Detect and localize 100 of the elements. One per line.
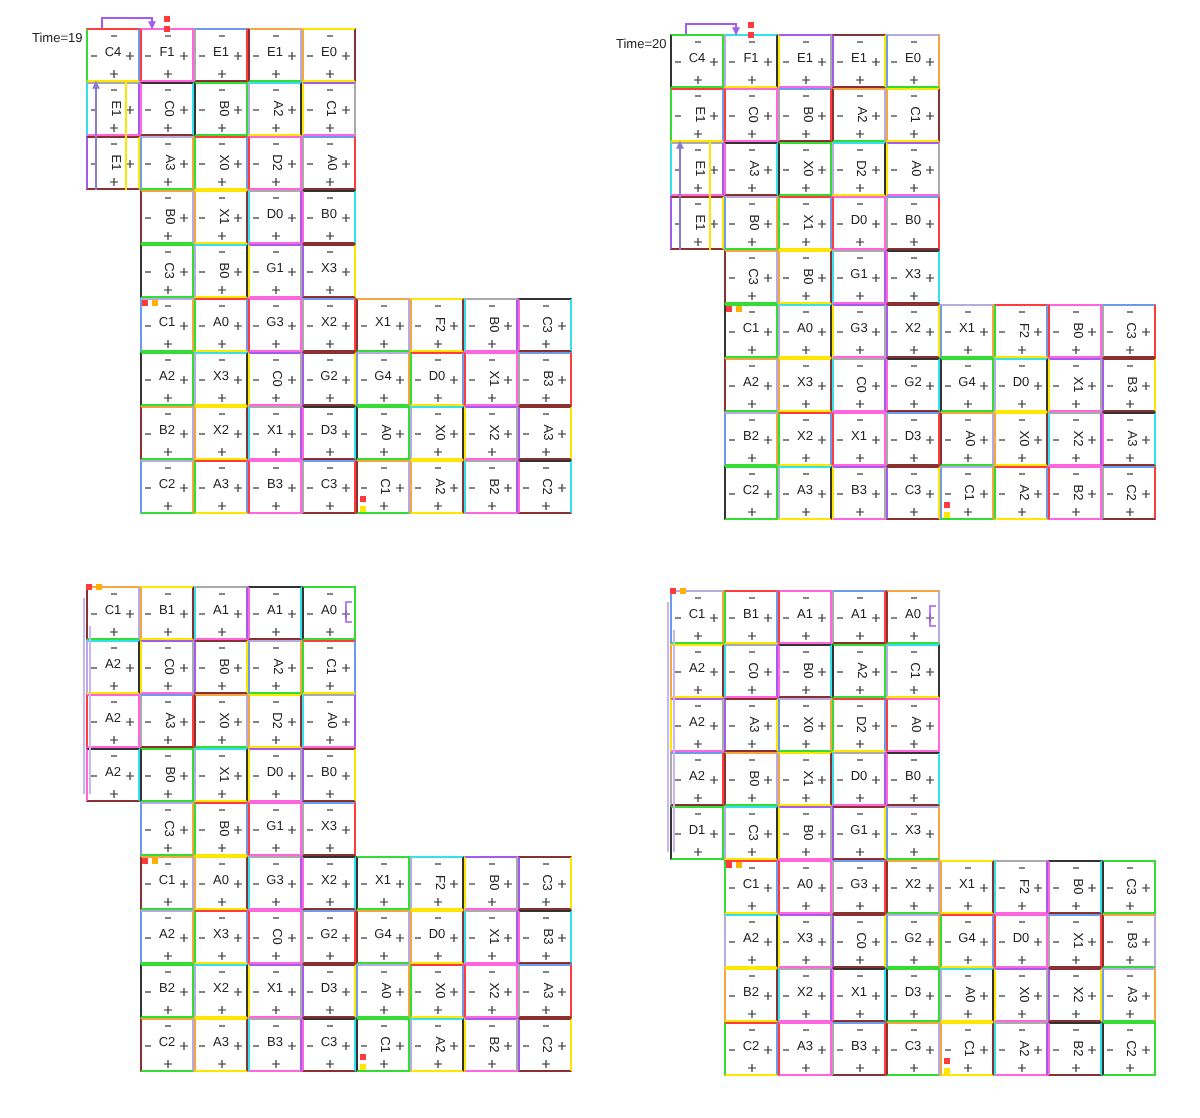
grid-cell xyxy=(724,88,778,142)
grid-cell xyxy=(832,250,886,304)
grid-cell xyxy=(302,1018,356,1072)
grid-cell xyxy=(994,1022,1048,1076)
grid-cell xyxy=(194,460,248,514)
grid-cell xyxy=(994,968,1048,1022)
grid-cell xyxy=(940,304,994,358)
grid-cell xyxy=(724,196,778,250)
grid-cell xyxy=(194,856,248,910)
grid-cell xyxy=(832,698,886,752)
grid-cell xyxy=(778,644,832,698)
grid-cell xyxy=(302,298,356,352)
grid-cell xyxy=(724,34,778,88)
grid-cell xyxy=(140,640,194,694)
grid-cell xyxy=(886,466,940,520)
grid-cell xyxy=(886,358,940,412)
grid-cell xyxy=(356,460,410,514)
grid-cell xyxy=(194,1018,248,1072)
grid-cell xyxy=(886,698,940,752)
grid-cell xyxy=(1048,914,1102,968)
grid-cell xyxy=(518,406,572,460)
grid-cell xyxy=(248,856,302,910)
grid-cell xyxy=(778,466,832,520)
grid-cell xyxy=(832,466,886,520)
grid-cell xyxy=(940,412,994,466)
grid-cell xyxy=(248,964,302,1018)
grid-cell xyxy=(886,644,940,698)
grid-cell xyxy=(724,1022,778,1076)
grid-cell xyxy=(670,88,724,142)
grid-cell xyxy=(886,304,940,358)
grid-cell xyxy=(194,910,248,964)
arrow xyxy=(101,17,156,30)
grid-cell xyxy=(994,412,1048,466)
grid-cell xyxy=(778,358,832,412)
grid-cell xyxy=(670,590,724,644)
grid-cell xyxy=(886,88,940,142)
grid-cell xyxy=(356,964,410,1018)
grid-cell xyxy=(248,406,302,460)
grid-cell xyxy=(724,914,778,968)
grid-cell xyxy=(1048,860,1102,914)
grid-cell xyxy=(518,352,572,406)
grid-cell xyxy=(194,802,248,856)
grid-cell xyxy=(140,406,194,460)
grid-cell xyxy=(410,964,464,1018)
grid-cell xyxy=(724,304,778,358)
grid-cell xyxy=(778,752,832,806)
grid-cell xyxy=(1102,412,1156,466)
grid-cell xyxy=(832,1022,886,1076)
grid-cell xyxy=(194,190,248,244)
grid-cell xyxy=(940,358,994,412)
grid-cell xyxy=(302,136,356,190)
grid-cell xyxy=(302,28,356,82)
grid-cell xyxy=(940,914,994,968)
grid-cell xyxy=(670,196,724,250)
grid-cell xyxy=(518,1018,572,1072)
grid-cell xyxy=(248,298,302,352)
grid-cell xyxy=(1102,358,1156,412)
grid-cell xyxy=(778,88,832,142)
grid-cell xyxy=(1048,358,1102,412)
grid-cell xyxy=(1102,1022,1156,1076)
grid-cell xyxy=(670,806,724,860)
grid-cell xyxy=(86,694,140,748)
grid-cell xyxy=(886,806,940,860)
grid-cell xyxy=(356,298,410,352)
grid-cell xyxy=(832,914,886,968)
grid-cell xyxy=(248,190,302,244)
grid-cell xyxy=(518,964,572,1018)
grid-cell xyxy=(832,304,886,358)
grid-cell xyxy=(778,590,832,644)
grid-cell xyxy=(464,352,518,406)
grid-cell xyxy=(194,964,248,1018)
grid-cell xyxy=(194,586,248,640)
grid-cell xyxy=(302,460,356,514)
grid-cell xyxy=(940,860,994,914)
grid-cell xyxy=(994,358,1048,412)
grid-cell xyxy=(778,142,832,196)
grid-cell xyxy=(1048,466,1102,520)
grid-cell xyxy=(248,910,302,964)
grid-cell xyxy=(518,460,572,514)
grid-cell xyxy=(248,82,302,136)
grid-cell xyxy=(194,748,248,802)
grid-cell xyxy=(248,244,302,298)
arrow xyxy=(685,23,740,36)
grid-cell xyxy=(464,460,518,514)
grid-cell xyxy=(140,856,194,910)
grid-cell xyxy=(248,352,302,406)
grid-cell xyxy=(886,412,940,466)
grid-cell xyxy=(194,244,248,298)
grid-cell xyxy=(994,304,1048,358)
grid-cell xyxy=(778,914,832,968)
grid-cell xyxy=(464,298,518,352)
grid-cell xyxy=(248,640,302,694)
grid-cell xyxy=(248,136,302,190)
grid-cell xyxy=(86,586,140,640)
grid-cell xyxy=(464,406,518,460)
grid-cell xyxy=(832,34,886,88)
grid-cell xyxy=(140,802,194,856)
grid-cell xyxy=(994,914,1048,968)
grid-cell xyxy=(778,412,832,466)
grid-cell xyxy=(140,82,194,136)
